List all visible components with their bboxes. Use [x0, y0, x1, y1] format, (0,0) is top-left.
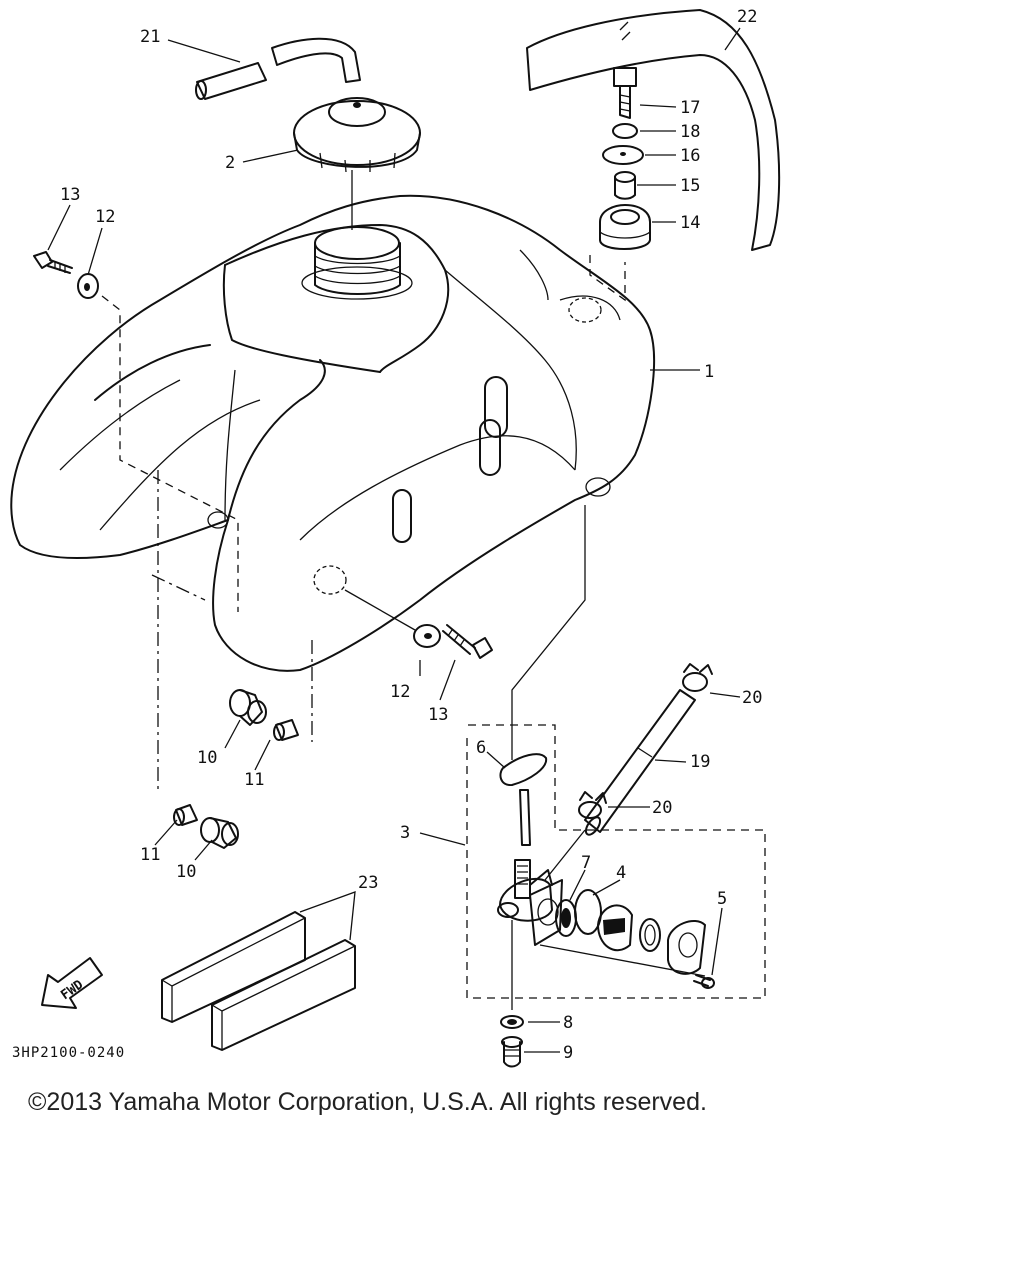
- callout-18: 18: [680, 122, 700, 142]
- hose-clip-20-upper[interactable]: [682, 663, 713, 692]
- copyright-notice: ©2013 Yamaha Motor Corporation, U.S.A. A…: [28, 1088, 707, 1116]
- leader-line-5: [539, 944, 706, 977]
- callout-19: 19: [690, 752, 710, 772]
- fuel-filter-6[interactable]: [499, 753, 548, 787]
- collar-15[interactable]: [614, 171, 636, 200]
- leader-line-tank-outlet: [511, 505, 586, 760]
- callout-11-lower: 11: [140, 845, 160, 865]
- callout-21: 21: [140, 27, 160, 47]
- callout-23: 23: [358, 873, 378, 893]
- callout-11-upper: 11: [244, 770, 264, 790]
- exploded-parts-diagram: FWD 1 2 3 4 5: [10, 7, 781, 1068]
- washer-12-right[interactable]: [413, 624, 441, 648]
- fuel-cock-group-box: [466, 724, 766, 999]
- screw-5[interactable]: [693, 974, 715, 989]
- washer-18[interactable]: [612, 123, 638, 139]
- washer-12-left[interactable]: [77, 273, 99, 299]
- diagram-code: 3HP2100-0240: [12, 1045, 125, 1061]
- callout-10-lower: 10: [176, 862, 196, 882]
- lever-assembly[interactable]: [597, 904, 661, 952]
- callout-7: 7: [581, 853, 591, 873]
- fuel-tank-cap[interactable]: [293, 97, 421, 173]
- callout-labels: 1 2 3 4 5 6 7 8 9 10 10 11 11 12 12 13 1…: [12, 7, 762, 1063]
- callout-20-upper: 20: [742, 688, 762, 708]
- callout-4: 4: [616, 863, 626, 883]
- grommet-14[interactable]: [599, 204, 651, 250]
- alignment-line-left: [101, 295, 239, 612]
- fuel-hose-19[interactable]: [583, 689, 696, 837]
- gasket-7[interactable]: [555, 899, 577, 937]
- collar-11-lower[interactable]: [173, 804, 198, 826]
- callout-12-right: 12: [390, 682, 410, 702]
- bolt-13-right[interactable]: [442, 624, 493, 659]
- callout-22: 22: [737, 7, 757, 27]
- callout-1: 1: [704, 362, 714, 382]
- leader-line-hose: [544, 829, 586, 881]
- drain-screw-9[interactable]: [501, 1036, 523, 1068]
- bolt-13-left[interactable]: [33, 251, 73, 274]
- hose-clip-20-lower[interactable]: [578, 791, 607, 819]
- callout-13-left: 13: [60, 185, 80, 205]
- callout-3: 3: [400, 823, 410, 843]
- callout-14: 14: [680, 213, 700, 233]
- bolt-17[interactable]: [613, 67, 637, 119]
- callout-5: 5: [717, 889, 727, 909]
- callout-17: 17: [680, 98, 700, 118]
- fuel-cock-3[interactable]: [497, 789, 563, 1010]
- collar-11-upper[interactable]: [273, 719, 299, 741]
- fuel-tank[interactable]: [10, 194, 655, 672]
- damper-10-lower[interactable]: [200, 817, 239, 849]
- forward-arrow-icon: FWD: [41, 957, 103, 1009]
- alignment-line-left-mount: [151, 470, 313, 790]
- callout-2: 2: [225, 153, 235, 173]
- pad-23-lower[interactable]: [211, 939, 356, 1051]
- plate-cover[interactable]: [667, 920, 706, 975]
- callout-8: 8: [563, 1013, 573, 1033]
- tank-strap[interactable]: [526, 9, 781, 251]
- callout-12-left: 12: [95, 207, 115, 227]
- leader-line-12-right: [344, 589, 416, 631]
- callout-6: 6: [476, 738, 486, 758]
- washer-16[interactable]: [602, 145, 644, 165]
- leader-lines: [47, 27, 741, 1053]
- gasket-8[interactable]: [500, 1015, 524, 1029]
- callout-15: 15: [680, 176, 700, 196]
- callout-20-lower: 20: [652, 798, 672, 818]
- o-ring-4[interactable]: [574, 889, 602, 935]
- callout-9: 9: [563, 1043, 573, 1063]
- callout-13-right: 13: [428, 705, 448, 725]
- forward-arrow-label: FWD: [58, 977, 86, 1003]
- breather-hose[interactable]: [195, 37, 361, 100]
- damper-10-upper[interactable]: [229, 689, 267, 726]
- callout-10-upper: 10: [197, 748, 217, 768]
- callout-16: 16: [680, 146, 700, 166]
